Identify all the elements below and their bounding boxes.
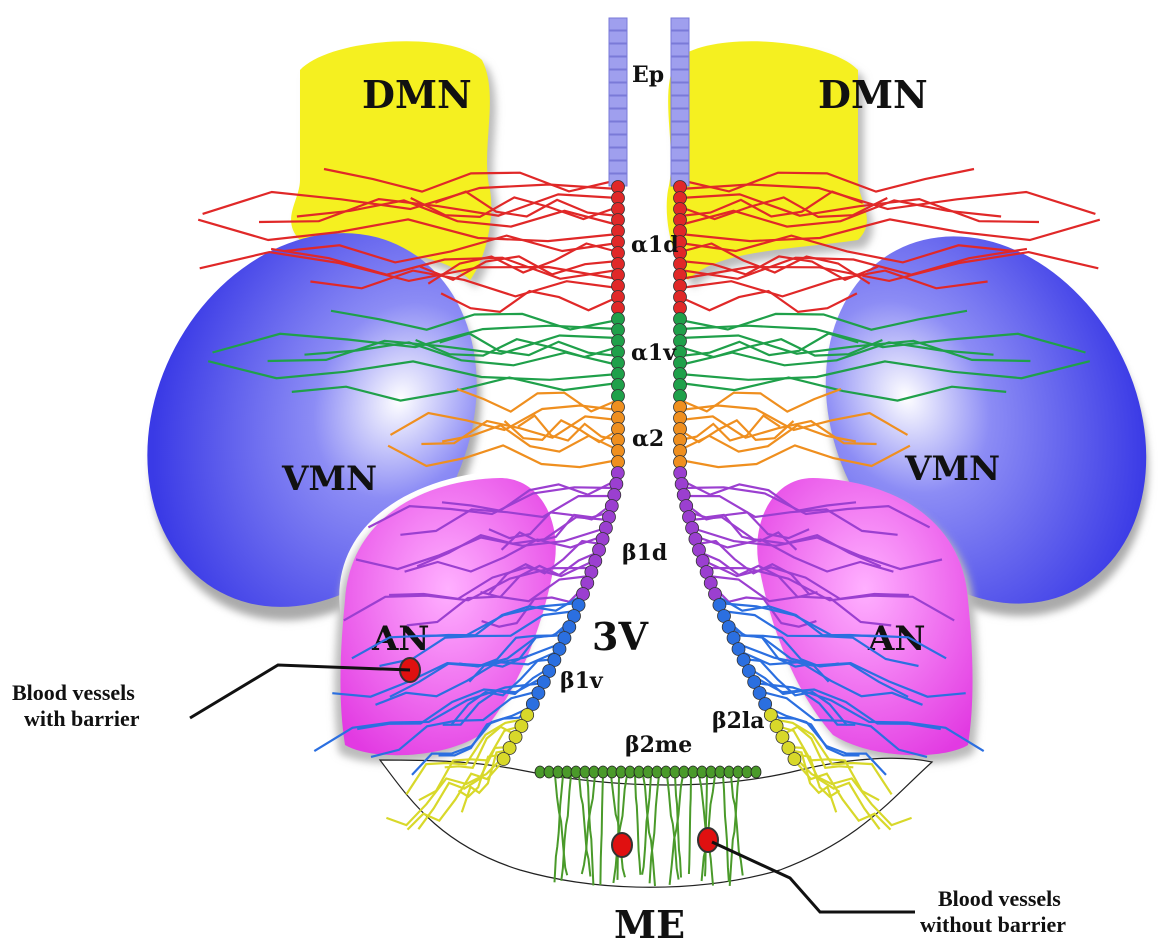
median-eminence-label: ME [614, 902, 685, 945]
alpha2-label: α2 [632, 426, 664, 452]
ependymal-cell [609, 96, 627, 108]
alpha1d-label: α1d [631, 232, 679, 258]
ependymal-cell [671, 135, 689, 147]
ependymal-cell [609, 70, 627, 82]
beta2me-cell [625, 766, 635, 778]
ependymal-cell [609, 31, 627, 43]
dmn-right-region: DMN [667, 41, 928, 288]
beta2me-cell [724, 766, 734, 778]
ependymal-cell [671, 31, 689, 43]
beta2me-cell [535, 766, 545, 778]
nobarrier-note-line1: Blood vessels [938, 886, 1061, 911]
ependymal-cell [609, 161, 627, 173]
ependymal-cell [609, 44, 627, 56]
beta2me-cell [688, 766, 698, 778]
ependymal-cell [671, 70, 689, 82]
beta2me-cell [733, 766, 743, 778]
ependymal-cell [671, 57, 689, 69]
ep-label: Ep [632, 62, 664, 88]
beta2me-cell [589, 766, 599, 778]
beta2me-cell [661, 766, 671, 778]
beta2me-cell [706, 766, 716, 778]
vessel-without-barrier-left [612, 833, 632, 857]
ependymal-cell [671, 109, 689, 121]
ependymal-cell [609, 122, 627, 134]
beta2me-cell [598, 766, 608, 778]
ependymal-cell [609, 18, 627, 30]
beta2me-cell [679, 766, 689, 778]
alpha1v-label: α1v [631, 340, 677, 366]
tanycyte-cell [497, 753, 510, 766]
ependymal-cell [671, 161, 689, 173]
ependymal-cell [671, 83, 689, 95]
ependymal-cell [609, 135, 627, 147]
beta2me-cell [571, 766, 581, 778]
nobarrier-note-line2: without barrier [920, 912, 1066, 937]
ependymal-cell [671, 44, 689, 56]
beta2me-cell [544, 766, 554, 778]
dmn-left-label: DMN [362, 72, 472, 117]
beta2me-cell [607, 766, 617, 778]
ependymal-cell [671, 18, 689, 30]
vmn-right-label: VMN [904, 449, 1000, 489]
barrier-note-line1: Blood vessels [12, 680, 135, 705]
ependymal-cell [671, 96, 689, 108]
beta1d-label: β1d [622, 540, 667, 566]
beta2me-cell [715, 766, 725, 778]
beta2me-cell [616, 766, 626, 778]
beta2me-cell [553, 766, 563, 778]
vmn-left-label: VMN [281, 459, 377, 499]
ependymal-cell [609, 83, 627, 95]
beta2me-cell [643, 766, 653, 778]
beta2me-cell [562, 766, 572, 778]
beta2me-label: β2me [625, 732, 692, 758]
ependymal-cell [609, 57, 627, 69]
beta2me-cell [580, 766, 590, 778]
dmn-right-label: DMN [818, 72, 928, 117]
ependymal-cell [671, 148, 689, 160]
third-ventricle-label: 3V [592, 614, 649, 659]
beta2me-cell [751, 766, 761, 778]
beta1v-label: β1v [560, 668, 604, 694]
beta2me-cell [652, 766, 662, 778]
beta2me-cell [670, 766, 680, 778]
ependymal-cell [609, 148, 627, 160]
tanycyte-cell [788, 753, 801, 766]
process-alpha1d [441, 291, 618, 312]
beta2me-cell [634, 766, 644, 778]
beta2me-cell [697, 766, 707, 778]
barrier-note-line2: with barrier [24, 706, 140, 731]
ependymal-cell [609, 109, 627, 121]
beta2me-cell [742, 766, 752, 778]
beta2la-label: β2la [712, 708, 765, 734]
process-alpha1d [680, 291, 857, 312]
vessel-without-barrier-right [698, 828, 718, 852]
ependymal-cell [671, 122, 689, 134]
